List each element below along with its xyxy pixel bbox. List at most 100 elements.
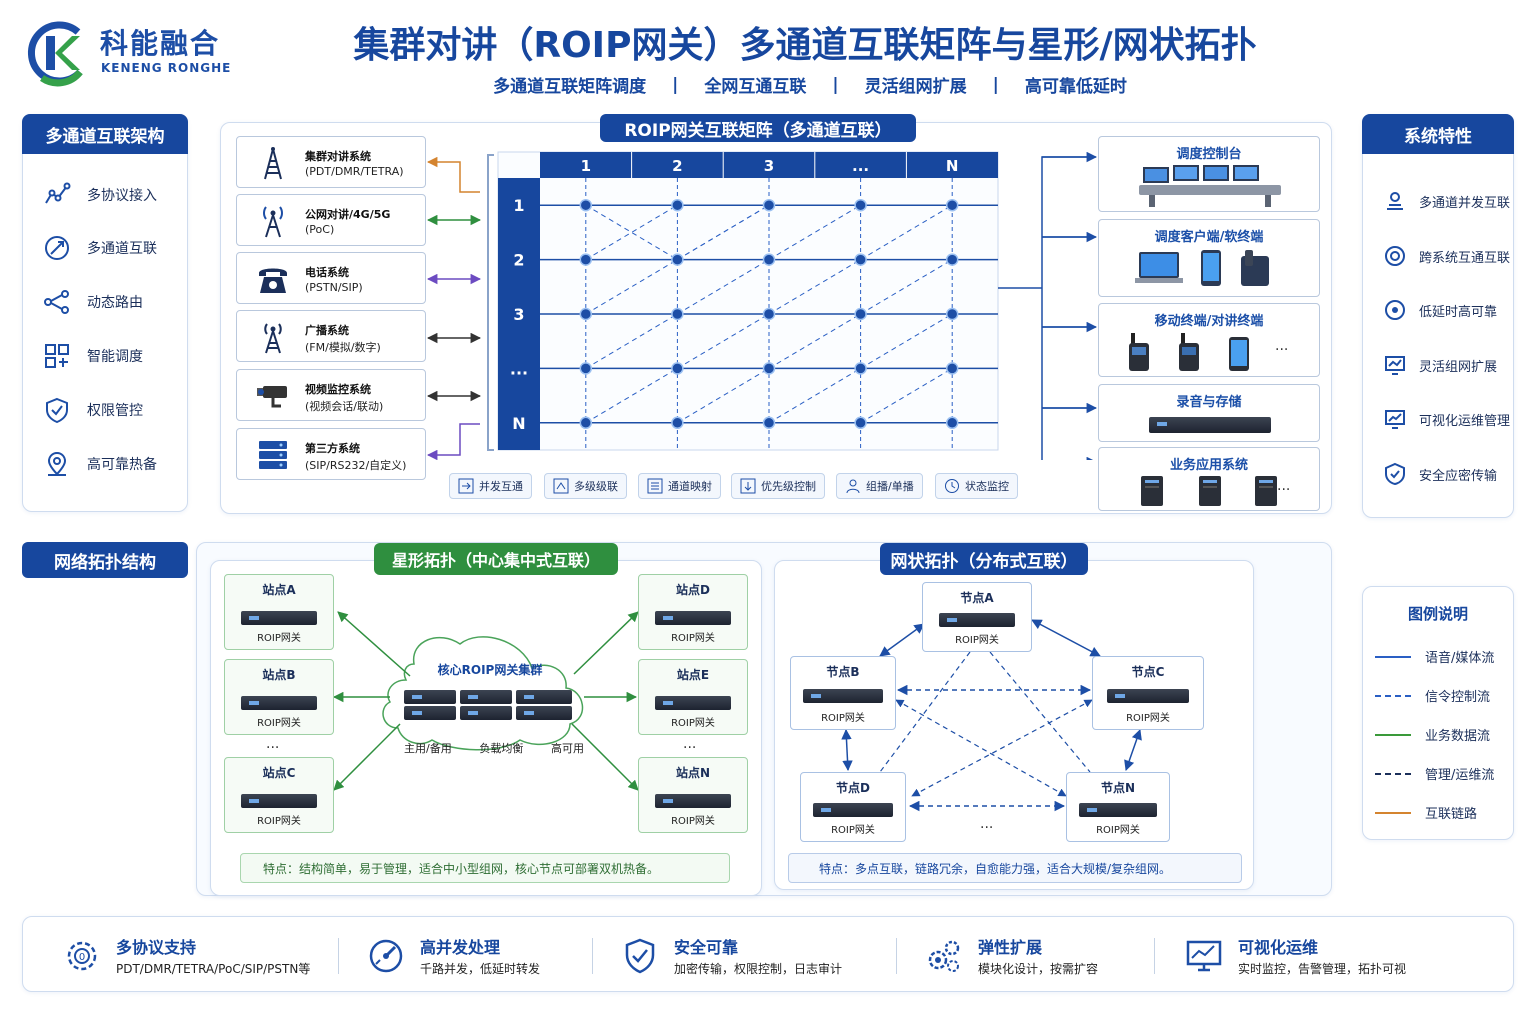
source-name: 第三方系统 <box>305 442 360 455</box>
mesh-node-a[interactable]: 节点A ROIP网关 <box>922 582 1032 652</box>
legend-label: 管理/运维流 <box>1425 768 1495 783</box>
matrix-crosspoint[interactable] <box>854 416 867 430</box>
source-name: 电话系统 <box>305 266 349 279</box>
app-server-icon <box>1141 476 1277 506</box>
side-item-permission[interactable]: 权限管控 <box>43 396 143 424</box>
side-item-multi-channel[interactable]: 多通道互联 <box>43 234 157 262</box>
matrix-crosspoint[interactable] <box>579 307 593 321</box>
matrix-crosspoint[interactable] <box>945 253 959 266</box>
source-phone[interactable]: 电话系统 (PSTN/SIP) <box>236 252 426 304</box>
output-recorder[interactable]: 录音与存储 <box>1098 384 1320 442</box>
chip-cascade[interactable]: 多级级联 <box>544 473 627 499</box>
output-title: 业务应用系统 <box>1169 458 1248 473</box>
source-broadcast[interactable]: 广播系统 (FM/模拟/数字) <box>236 310 426 362</box>
source-third-party[interactable]: 第三方系统 (SIP/RS232/自定义) <box>236 428 426 480</box>
concurrent-icon <box>1387 192 1403 210</box>
star-node-d[interactable]: 站点D ROIP网关 <box>638 574 748 650</box>
star-note-text: 特点：结构简单，易于管理，适合中小型组网，核心节点可部署双机热备。 <box>263 861 660 876</box>
output-more: ... <box>1277 478 1291 494</box>
node-label: ROIP网关 <box>955 635 999 646</box>
matrix-crosspoint[interactable] <box>945 362 959 375</box>
matrix-crosspoint[interactable] <box>579 416 593 430</box>
core-title: 核心ROIP网关集群 <box>437 663 543 677</box>
gateway-device-icon <box>655 794 731 808</box>
output-app[interactable]: 业务应用系统 ... <box>1098 447 1320 511</box>
server-icon <box>259 441 287 469</box>
matrix-crosspoint[interactable] <box>854 307 867 321</box>
chip-mapping[interactable]: 通道映射 <box>638 473 721 499</box>
star-node-b[interactable]: 站点B ROIP网关 <box>224 659 334 735</box>
feature-item: 可视化运维管理 <box>1383 407 1510 431</box>
concurrent-chip-icon <box>458 478 474 494</box>
matrix-crosspoint[interactable] <box>945 198 959 212</box>
side-item-dispatch[interactable]: 智能调度 <box>43 342 143 370</box>
matrix-crosspoint[interactable] <box>579 362 593 375</box>
feature-item: 低延时高可靠 <box>1383 298 1497 322</box>
matrix-crosspoint[interactable] <box>671 307 684 321</box>
mesh-note: 特点：多点互联，链路冗余，自愈能力强，适合大规模/复杂组网。 <box>788 853 1242 883</box>
output-title: 移动终端/对讲终端 <box>1154 314 1264 329</box>
matrix-crosspoint[interactable] <box>945 307 959 321</box>
output-title: 调度控制台 <box>1176 147 1242 162</box>
matrix-crosspoint[interactable] <box>854 253 867 266</box>
star-node-c[interactable]: 站点C ROIP网关 <box>224 757 334 833</box>
source-name: 集群对讲系统 <box>305 150 371 163</box>
mesh-node-c[interactable]: 节点C ROIP网关 <box>1092 656 1204 730</box>
output-handheld[interactable]: 移动终端/对讲终端 ... <box>1098 303 1320 377</box>
col-header: 2 <box>672 157 682 175</box>
matrix-crosspoint[interactable] <box>762 307 776 321</box>
node-label: ROIP网关 <box>1126 713 1170 724</box>
matrix-crosspoint[interactable] <box>762 362 776 375</box>
node-label: ROIP网关 <box>671 633 715 644</box>
topology-section-title: 网络拓扑结构 <box>22 542 188 578</box>
matrix-crosspoint[interactable] <box>945 416 959 430</box>
console-icon <box>1139 165 1281 207</box>
matrix-crosspoint[interactable] <box>671 198 684 212</box>
star-node-n[interactable]: 站点N ROIP网关 <box>638 757 748 833</box>
matrix-crosspoint[interactable] <box>854 362 867 375</box>
chip-status[interactable]: 状态监控 <box>935 473 1018 499</box>
subtitle-separator: | <box>832 74 839 95</box>
matrix-crosspoint[interactable] <box>854 198 867 212</box>
mesh-node-d[interactable]: 节点D ROIP网关 <box>800 772 906 842</box>
mesh-node-b[interactable]: 节点B ROIP网关 <box>790 656 896 730</box>
star-link <box>571 723 639 791</box>
matrix-crosspoint[interactable] <box>762 416 776 430</box>
mesh-title: 网状拓扑（分布式互联） <box>880 543 1088 575</box>
side-item-multi-protocol[interactable]: 多协议接入 <box>43 181 157 209</box>
source-detail: (SIP/RS232/自定义) <box>305 459 407 472</box>
matrix-crosspoint[interactable] <box>671 253 684 266</box>
output-client[interactable]: 调度客户端/软终端 <box>1098 219 1320 297</box>
chip-multicast[interactable]: 组播/单播 <box>836 473 923 499</box>
multi-protocol-icon <box>45 182 71 204</box>
legend-label: 信令控制流 <box>1425 690 1491 705</box>
matrix-crosspoint[interactable] <box>762 198 776 212</box>
feature-title: 安全可靠 <box>674 938 739 957</box>
feature-title: 多协议支持 <box>116 938 197 957</box>
matrix-crosspoint[interactable] <box>762 253 776 266</box>
chip-priority[interactable]: 优先级控制 <box>731 473 825 499</box>
star-node-a[interactable]: 站点A ROIP网关 <box>224 574 334 650</box>
feature-desc: PDT/DMR/TETRA/PoC/SIP/PSTN等 <box>116 962 311 976</box>
subtitle-item: 多通道互联矩阵调度 <box>493 77 647 97</box>
matrix-crosspoint[interactable] <box>671 362 684 375</box>
mesh-node-n[interactable]: 节点N ROIP网关 <box>1066 772 1170 842</box>
source-video[interactable]: 视频监控系统 (视频会话/联动) <box>236 369 426 421</box>
matrix-crosspoint[interactable] <box>579 198 593 212</box>
output-console[interactable]: 调度控制台 <box>1098 136 1320 212</box>
side-item-routing[interactable]: 动态路由 <box>43 288 143 316</box>
chip-concurrent[interactable]: 并发互通 <box>449 473 532 499</box>
source-poc[interactable]: 公网对讲/4G/5G (PoC) <box>236 194 426 246</box>
chip-label: 并发互通 <box>479 480 523 493</box>
status-chip-icon <box>945 479 959 493</box>
source-trunking[interactable]: 集群对讲系统 (PDT/DMR/TETRA) <box>236 136 426 188</box>
legend-item: 语音/媒体流 <box>1375 647 1494 666</box>
left-panel-title: 多通道互联架构 <box>22 114 188 154</box>
star-node-e[interactable]: 站点E ROIP网关 <box>638 659 748 735</box>
divider <box>1154 938 1155 974</box>
matrix-crosspoint[interactable] <box>671 416 684 430</box>
source-name: 视频监控系统 <box>305 383 371 396</box>
node-title: 站点D <box>676 583 710 597</box>
side-item-backup[interactable]: 高可靠热备 <box>43 450 157 478</box>
matrix-crosspoint[interactable] <box>579 253 593 266</box>
